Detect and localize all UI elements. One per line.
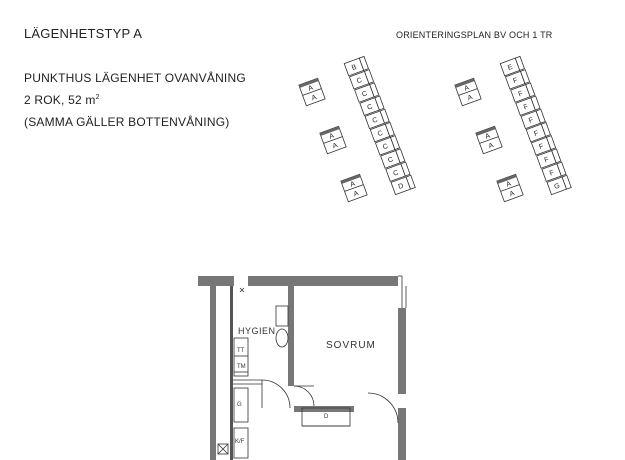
row-unit: F [510, 82, 536, 103]
row-unit: F [504, 69, 531, 90]
plan-lines [217, 275, 407, 459]
row-unit-letter: C [382, 143, 389, 151]
label-kf: K/F [235, 439, 245, 445]
apartment-pair: A A [454, 77, 482, 107]
row-unit-letter: C [387, 156, 394, 164]
room-label-sovrum: SOVRUM [326, 340, 376, 351]
apartment-pair: A A [475, 125, 503, 155]
apartment-description: PUNKTHUS LÄGENHET OVANVÅNING [24, 71, 246, 85]
row-unit-letter: F [523, 104, 529, 112]
floor-plan: HYGIEN SOVRUM TT TM G K/F D [198, 275, 407, 460]
pair-label: A [328, 133, 335, 141]
row-unit-letter: D [398, 183, 405, 191]
row-unit: F [536, 148, 562, 169]
row-unit: C [369, 121, 395, 143]
row-unit: G [546, 174, 572, 196]
row-unit: C [348, 69, 375, 90]
row-unit-letter: F [518, 90, 524, 98]
walls [198, 276, 406, 460]
label-tt: TT [237, 348, 245, 354]
pair-label: A [488, 142, 495, 150]
page-title: LÄGENHETSTYP A [24, 26, 143, 41]
row-unit-letter: F [549, 170, 555, 178]
row-unit-letter: C [377, 130, 384, 138]
pair-label: A [332, 142, 339, 150]
row-unit: C [354, 82, 380, 103]
row-unit-letter: F [538, 143, 544, 151]
apartment-pair: A A [298, 77, 326, 107]
row-unit: B [343, 55, 369, 77]
row-unit: C [374, 135, 401, 156]
row-unit: C [385, 161, 411, 182]
apartment-size: 2 ROK, 52 m2 [24, 93, 100, 107]
room-label-hygien: HYGIEN [238, 326, 276, 336]
row-unit-letter: F [528, 117, 534, 125]
row-unit-letter: C [361, 90, 368, 98]
row-unit: E [499, 55, 525, 77]
pair-label: A [467, 94, 474, 102]
pair-label: A [463, 85, 470, 93]
apartment-pair: A A [340, 173, 368, 203]
row-unit-letter: G [553, 183, 561, 191]
pair-label: A [509, 190, 516, 198]
pair-label: A [505, 181, 512, 189]
row-unit-letter: C [392, 169, 399, 177]
label-g: G [237, 402, 242, 408]
area-unit-superscript: 2 [95, 94, 100, 101]
label-tm: TM [237, 364, 246, 370]
row-unit: C [380, 148, 406, 169]
row-unit-letter: C [366, 103, 373, 111]
pair-label: A [307, 85, 314, 93]
row-unit: C [364, 108, 390, 130]
row-unit-letter: F [544, 156, 550, 164]
row-unit-letter: B [351, 64, 358, 72]
row-unit: D [390, 174, 416, 196]
pair-label: A [484, 133, 491, 141]
label-d: D [324, 414, 329, 420]
row-unit-letter: F [512, 77, 518, 85]
apartment-pair: A A [319, 125, 347, 155]
pair-label: A [353, 190, 360, 198]
row-unit: F [515, 95, 541, 116]
row-unit-letter: C [356, 77, 363, 85]
row-unit: C [359, 95, 385, 116]
orientation-plan-label: ORIENTERINGSPLAN BV OCH 1 TR [396, 30, 553, 40]
row-unit: F [520, 108, 546, 130]
row-unit: F [541, 161, 567, 182]
pair-label: A [349, 181, 356, 189]
row-unit-letter: C [372, 117, 379, 125]
apartment-note: (SAMMA GÄLLER BOTTENVÅNING) [24, 115, 230, 129]
row-unit-letter: E [507, 64, 514, 72]
row-unit-letter: F [533, 130, 539, 138]
apartment-size-text: 2 ROK, 52 m [24, 93, 96, 107]
pair-label: A [311, 94, 318, 102]
row-unit: F [530, 135, 557, 156]
row-unit: F [525, 121, 551, 143]
apartment-pair: A A [496, 173, 524, 203]
